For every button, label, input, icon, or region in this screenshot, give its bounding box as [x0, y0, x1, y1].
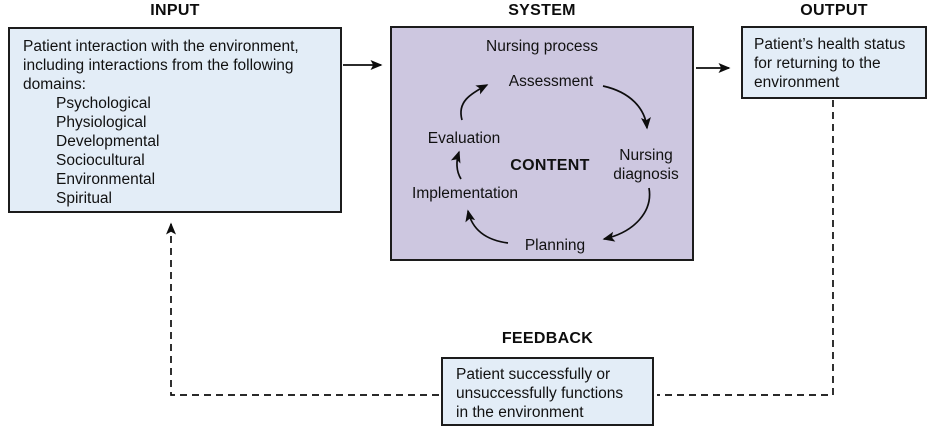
feedback-box-text: Patient successfully or unsuccessfully f…	[456, 366, 624, 421]
output-box-text: Patient’s health status for returning to…	[754, 36, 906, 91]
cycle-node-planning: Planning	[524, 237, 586, 254]
input-domains-list: Psychological Physiological Developmenta…	[23, 94, 330, 208]
input-box-text: Patient interaction with the environment…	[23, 38, 299, 93]
domain-item: Sociocultural	[56, 152, 145, 169]
domain-item: Environmental	[56, 171, 156, 188]
domain-item: Spiritual	[56, 190, 112, 207]
system-content-label: CONTENT	[510, 157, 590, 174]
feedback-section-label: FEEDBACK	[501, 330, 594, 347]
output-section-label: OUTPUT	[800, 2, 868, 19]
system-section-label: SYSTEM	[508, 2, 576, 19]
domain-item: Psychological	[56, 95, 151, 112]
input-box: Patient interaction with the environment…	[8, 27, 342, 213]
cycle-node-evaluation: Evaluation	[427, 130, 501, 147]
domain-item: Physiological	[56, 114, 147, 131]
cycle-node-implementation: Implementation	[412, 185, 518, 202]
input-section-label: INPUT	[150, 2, 200, 19]
system-box-title: Nursing process	[486, 38, 598, 55]
domain-item: Developmental	[56, 133, 160, 150]
feedback-box: Patient successfully or unsuccessfully f…	[441, 357, 654, 426]
cycle-node-nursing-diagnosis: Nursing diagnosis	[613, 147, 679, 183]
system-box: Nursing process Assessment Nursing diagn…	[390, 26, 694, 261]
cycle-node-assessment: Assessment	[508, 73, 594, 90]
output-box: Patient’s health status for returning to…	[741, 26, 927, 99]
